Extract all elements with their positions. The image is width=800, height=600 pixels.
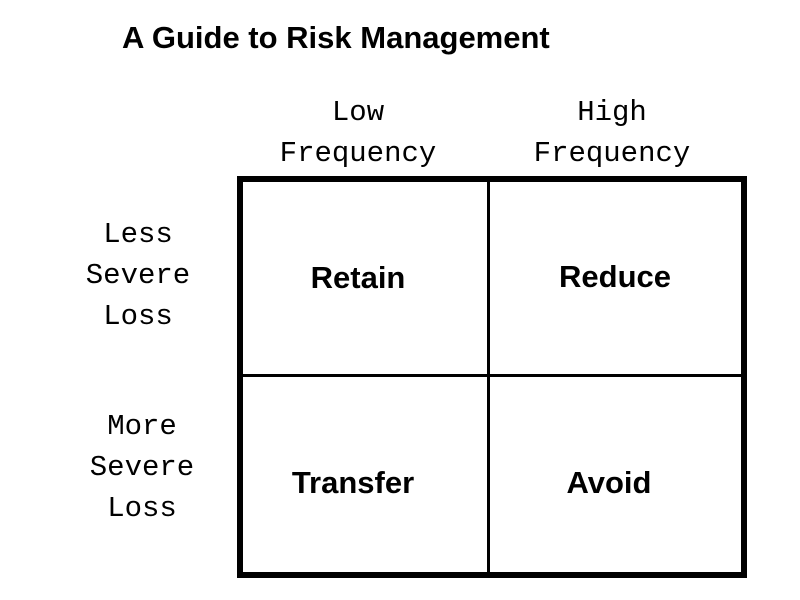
matrix-vertical-divider	[487, 176, 490, 578]
row-header-more-severe-loss: More Severe Loss	[89, 410, 195, 525]
column-header-low-frequency: Low Frequency	[279, 96, 437, 170]
cell-retain: Retain	[310, 260, 406, 295]
cell-transfer: Transfer	[291, 465, 415, 500]
diagram-title: A Guide to Risk Management	[122, 20, 550, 55]
column-header-high-frequency: High Frequency	[533, 96, 691, 170]
matrix-grid	[237, 176, 747, 578]
matrix-horizontal-divider	[237, 374, 747, 377]
cell-avoid: Avoid	[566, 465, 652, 500]
cell-reduce: Reduce	[559, 259, 671, 294]
row-header-less-severe-loss: Less Severe Loss	[85, 218, 191, 333]
